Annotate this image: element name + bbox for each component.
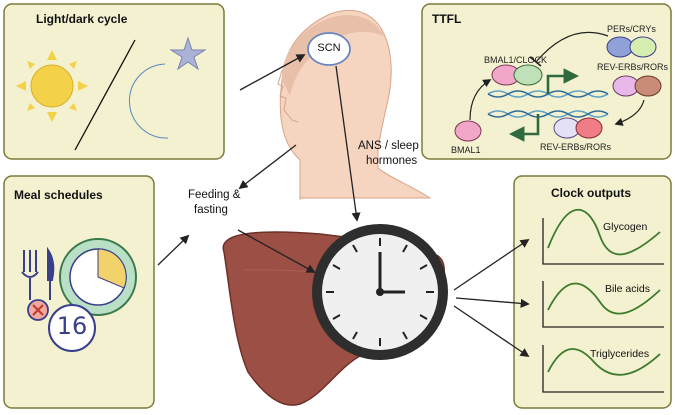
bmal1-label: BMAL1 [451,145,481,155]
arrow-scn-to-feeding [238,144,297,190]
output-chart-triglycerides [542,345,664,393]
ans-label-line1: ANS / sleep [358,140,419,152]
fork-knife-icon [21,246,55,300]
cycle-arrow-left [469,79,492,121]
fasting-hours-number: 16 [56,312,88,340]
scn-marker [307,32,351,66]
arrow-clock-to-bile-acids [455,297,530,308]
light-dark-title: Light/dark cycle [36,12,128,26]
feeding-label-line2: fasting [194,204,228,216]
protein-rev-rors-top [612,75,662,97]
rev-rors-bottom-label: REV-ERBs/RORs [540,142,612,152]
arrow-feeding-to-clock [237,229,316,273]
ans-label-line2: hormones [366,155,418,167]
arrow-clock-to-glycogen [453,238,530,291]
protein-bmal1 [454,120,482,142]
protein-rev-rors-bottom [553,117,603,139]
cycle-arrow-right [614,99,645,126]
inhibition-arrow [535,31,609,63]
moon-icon [128,63,169,139]
arrow-light-to-scn [239,54,306,91]
output-chart-glycogen [542,209,664,265]
arrow-clock-to-triglycerides [453,305,530,358]
output-label-triglycerides: Triglycerides [590,348,650,360]
fasting-badge [48,304,96,352]
protein-bmal1-clock [491,64,543,86]
output-label-glycogen: Glycogen [603,221,648,233]
fasting-clock-icon [59,238,137,316]
meal-schedules-title: Meal schedules [14,188,103,202]
transcription-arrow-bottom [508,114,540,142]
transcription-arrow-top [546,68,580,94]
ttfl-title: TTFL [432,12,462,26]
rev-rors-top-label: REV-ERBs/RORs [597,62,669,72]
output-chart-bile-acids [542,281,664,328]
human-head-illustration [277,9,432,200]
no-eating-icon [27,299,49,321]
sun-icon [16,50,88,122]
output-label-bile-acids: Bile acids [605,283,650,295]
divider-line [74,39,136,151]
feeding-label-line1: Feeding & [188,189,241,201]
arrow-meal-to-feeding [157,234,190,266]
scn-label: SCN [317,42,341,54]
clock-outputs-title: Clock outputs [551,186,631,200]
clock-icon [312,224,448,360]
pers-crys-label: PERs/CRYs [607,24,656,34]
inhibition-bar [529,56,542,67]
bmal1-clock-label: BMAL1/CLOCK [484,55,548,65]
protein-pers-crys [606,36,657,58]
star-icon [169,36,207,71]
light-dark-panel [3,3,225,160]
arrow-scn-to-clock [335,65,361,222]
